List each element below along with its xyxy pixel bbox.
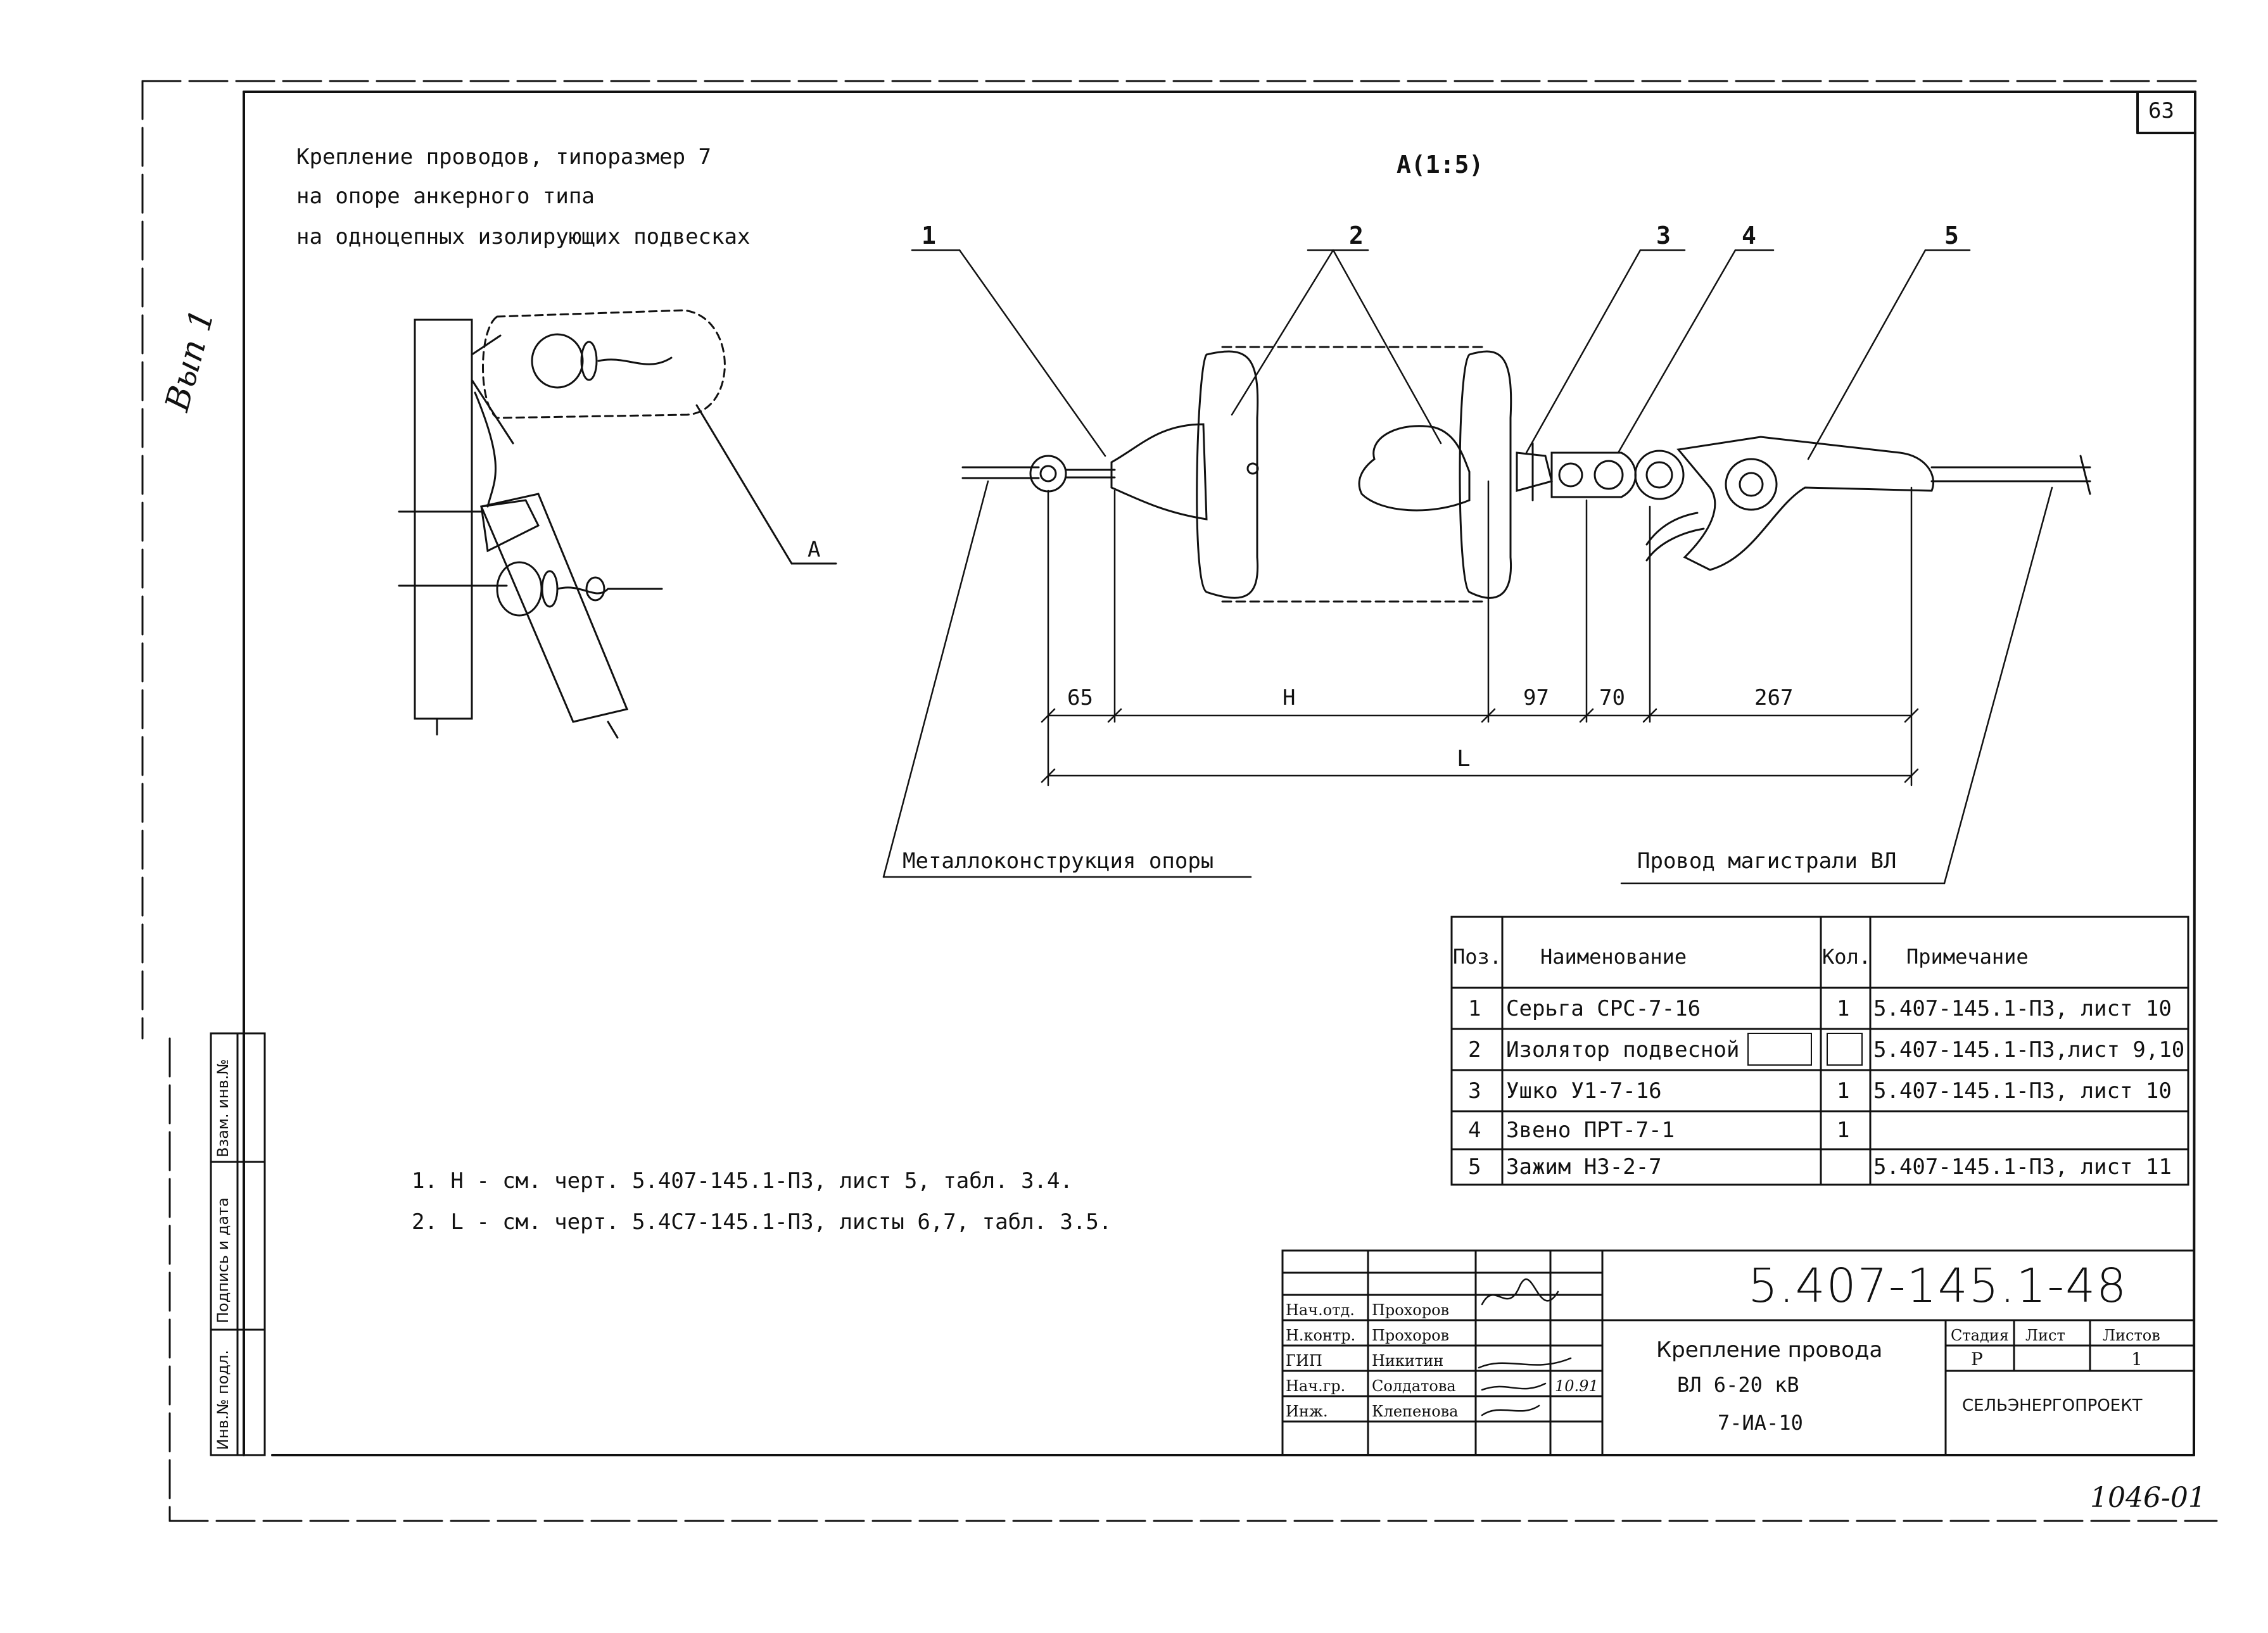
- sheet-number: 63: [2148, 98, 2174, 123]
- signature-date: 10.91: [1555, 1377, 1599, 1395]
- dimension-97: 97: [1523, 685, 1549, 710]
- spec-header-pos: Поз.: [1453, 945, 1502, 969]
- signature-role: ГИП: [1286, 1352, 1322, 1370]
- callout-2: 2: [1349, 222, 1364, 249]
- dimension-lines: [1041, 480, 1919, 786]
- signature-name: Никитин: [1372, 1352, 1444, 1370]
- spec-header-name: Наименование: [1540, 945, 1687, 969]
- spec-header-qty: Кол.: [1822, 945, 1872, 969]
- note-2: 2. L - см. черт. 5.4С7-145.1-ПЗ, листы 6…: [412, 1209, 1112, 1235]
- title-line-1: Крепление проводов, типоразмер 7: [296, 144, 712, 170]
- signature-role: Н.контр.: [1286, 1327, 1356, 1344]
- dimension-65: 65: [1067, 685, 1093, 710]
- spec-row-name: Звено ПРТ-7-1: [1506, 1118, 1675, 1143]
- title-line-3: на одноцепных изолирующих подвесках: [296, 224, 751, 249]
- wire-label: Провод магистрали ВЛ: [1637, 848, 1897, 874]
- callout-4: 4: [1742, 222, 1756, 249]
- signature-name: Солдатова: [1372, 1377, 1456, 1395]
- callout-3: 3: [1656, 222, 1671, 249]
- signature-name: Прохоров: [1372, 1301, 1450, 1319]
- sheets-header: Листов: [2103, 1327, 2160, 1344]
- callout-5: 5: [1944, 222, 1959, 249]
- spec-row-pos: 1: [1468, 996, 1481, 1021]
- document-code: 5.407-145.1-48: [1748, 1259, 2128, 1313]
- stage-value: Р: [1971, 1349, 1983, 1370]
- dimension-267: 267: [1754, 685, 1794, 710]
- drawing-name-line-1: Крепление провода: [1656, 1337, 1883, 1363]
- spec-table-grid: [1450, 916, 2189, 1186]
- pole-overview-sketch: [398, 309, 837, 739]
- note-1: 1. Н - см. черт. 5.407-145.1-ПЗ, лист 5,…: [412, 1168, 1073, 1194]
- spec-row-name: Ушко У1-7-16: [1506, 1078, 1662, 1104]
- spec-row-name: Зажим НЗ-2-7: [1506, 1154, 1662, 1180]
- title-block-grid: [1281, 1249, 2195, 1456]
- outer-edge: [141, 80, 2218, 1522]
- view-label: А(1:5): [1397, 151, 1484, 179]
- sheets-value: 1: [2131, 1349, 2143, 1370]
- organization-name: СЕЛЬЭНЕРГОПРОЕКТ: [1962, 1396, 2143, 1415]
- dimension-h: Н: [1283, 685, 1296, 710]
- leader-lines: [882, 249, 2053, 885]
- signatures: [1478, 1278, 1572, 1416]
- spec-row-pos: 4: [1468, 1118, 1481, 1143]
- side-stamp-frame: [210, 1032, 266, 1456]
- spec-row-note: 5.407-145.1-ПЗ, лист 11: [1873, 1154, 2172, 1180]
- spec-row-qty: 1: [1837, 996, 1850, 1021]
- spec-row-name: Серьга СРС-7-16: [1506, 996, 1701, 1021]
- signature-name: Клепенова: [1372, 1403, 1459, 1420]
- spec-header-note: Примечание: [1906, 945, 2029, 969]
- insulator-assembly: [961, 346, 2091, 603]
- signature-role: Нач.отд.: [1286, 1301, 1355, 1319]
- dimension-70: 70: [1599, 685, 1625, 710]
- signature-name: Прохоров: [1372, 1327, 1450, 1344]
- detail-callout-a: А: [808, 537, 821, 562]
- signature-role: Нач.гр.: [1286, 1377, 1346, 1395]
- stage-header: Стадия: [1951, 1327, 2009, 1344]
- side-stamp-inv-number: Инв.№ подл.: [214, 1350, 232, 1450]
- drawing-name-line-3: 7-ИА-10: [1718, 1411, 1803, 1435]
- callout-1: 1: [922, 222, 936, 249]
- spec-row-note: 5.407-145.1-ПЗ, лист 10: [1873, 1078, 2172, 1104]
- spec-row-qty: 1: [1837, 1118, 1850, 1143]
- title-line-2: на опоре анкерного типа: [296, 184, 595, 209]
- spec-row-note: 5.407-145.1-ПЗ, лист 10: [1873, 996, 2172, 1021]
- dimension-l: L: [1457, 746, 1471, 772]
- sheet-header: Лист: [2025, 1327, 2065, 1344]
- side-stamp-signature-date: Подпись и дата: [214, 1197, 232, 1323]
- spec-row-name: Изолятор подвесной: [1506, 1037, 1740, 1062]
- structure-label: Металлоконструкция опоры: [903, 848, 1214, 874]
- spec-row-note: 5.407-145.1-ПЗ,лист 9,10: [1873, 1037, 2185, 1062]
- spec-row-pos: 3: [1468, 1078, 1481, 1104]
- drawing-name-line-2: ВЛ 6-20 кВ: [1677, 1373, 1799, 1397]
- side-stamp-replacement-inv: Взам. инв.№: [214, 1059, 232, 1157]
- spec-row-pos: 5: [1468, 1154, 1481, 1180]
- spec-row-qty: 1: [1837, 1078, 1850, 1104]
- signature-role: Инж.: [1286, 1403, 1328, 1420]
- spec-row-pos: 2: [1468, 1037, 1481, 1062]
- archive-number: 1046-01: [2090, 1482, 2206, 1514]
